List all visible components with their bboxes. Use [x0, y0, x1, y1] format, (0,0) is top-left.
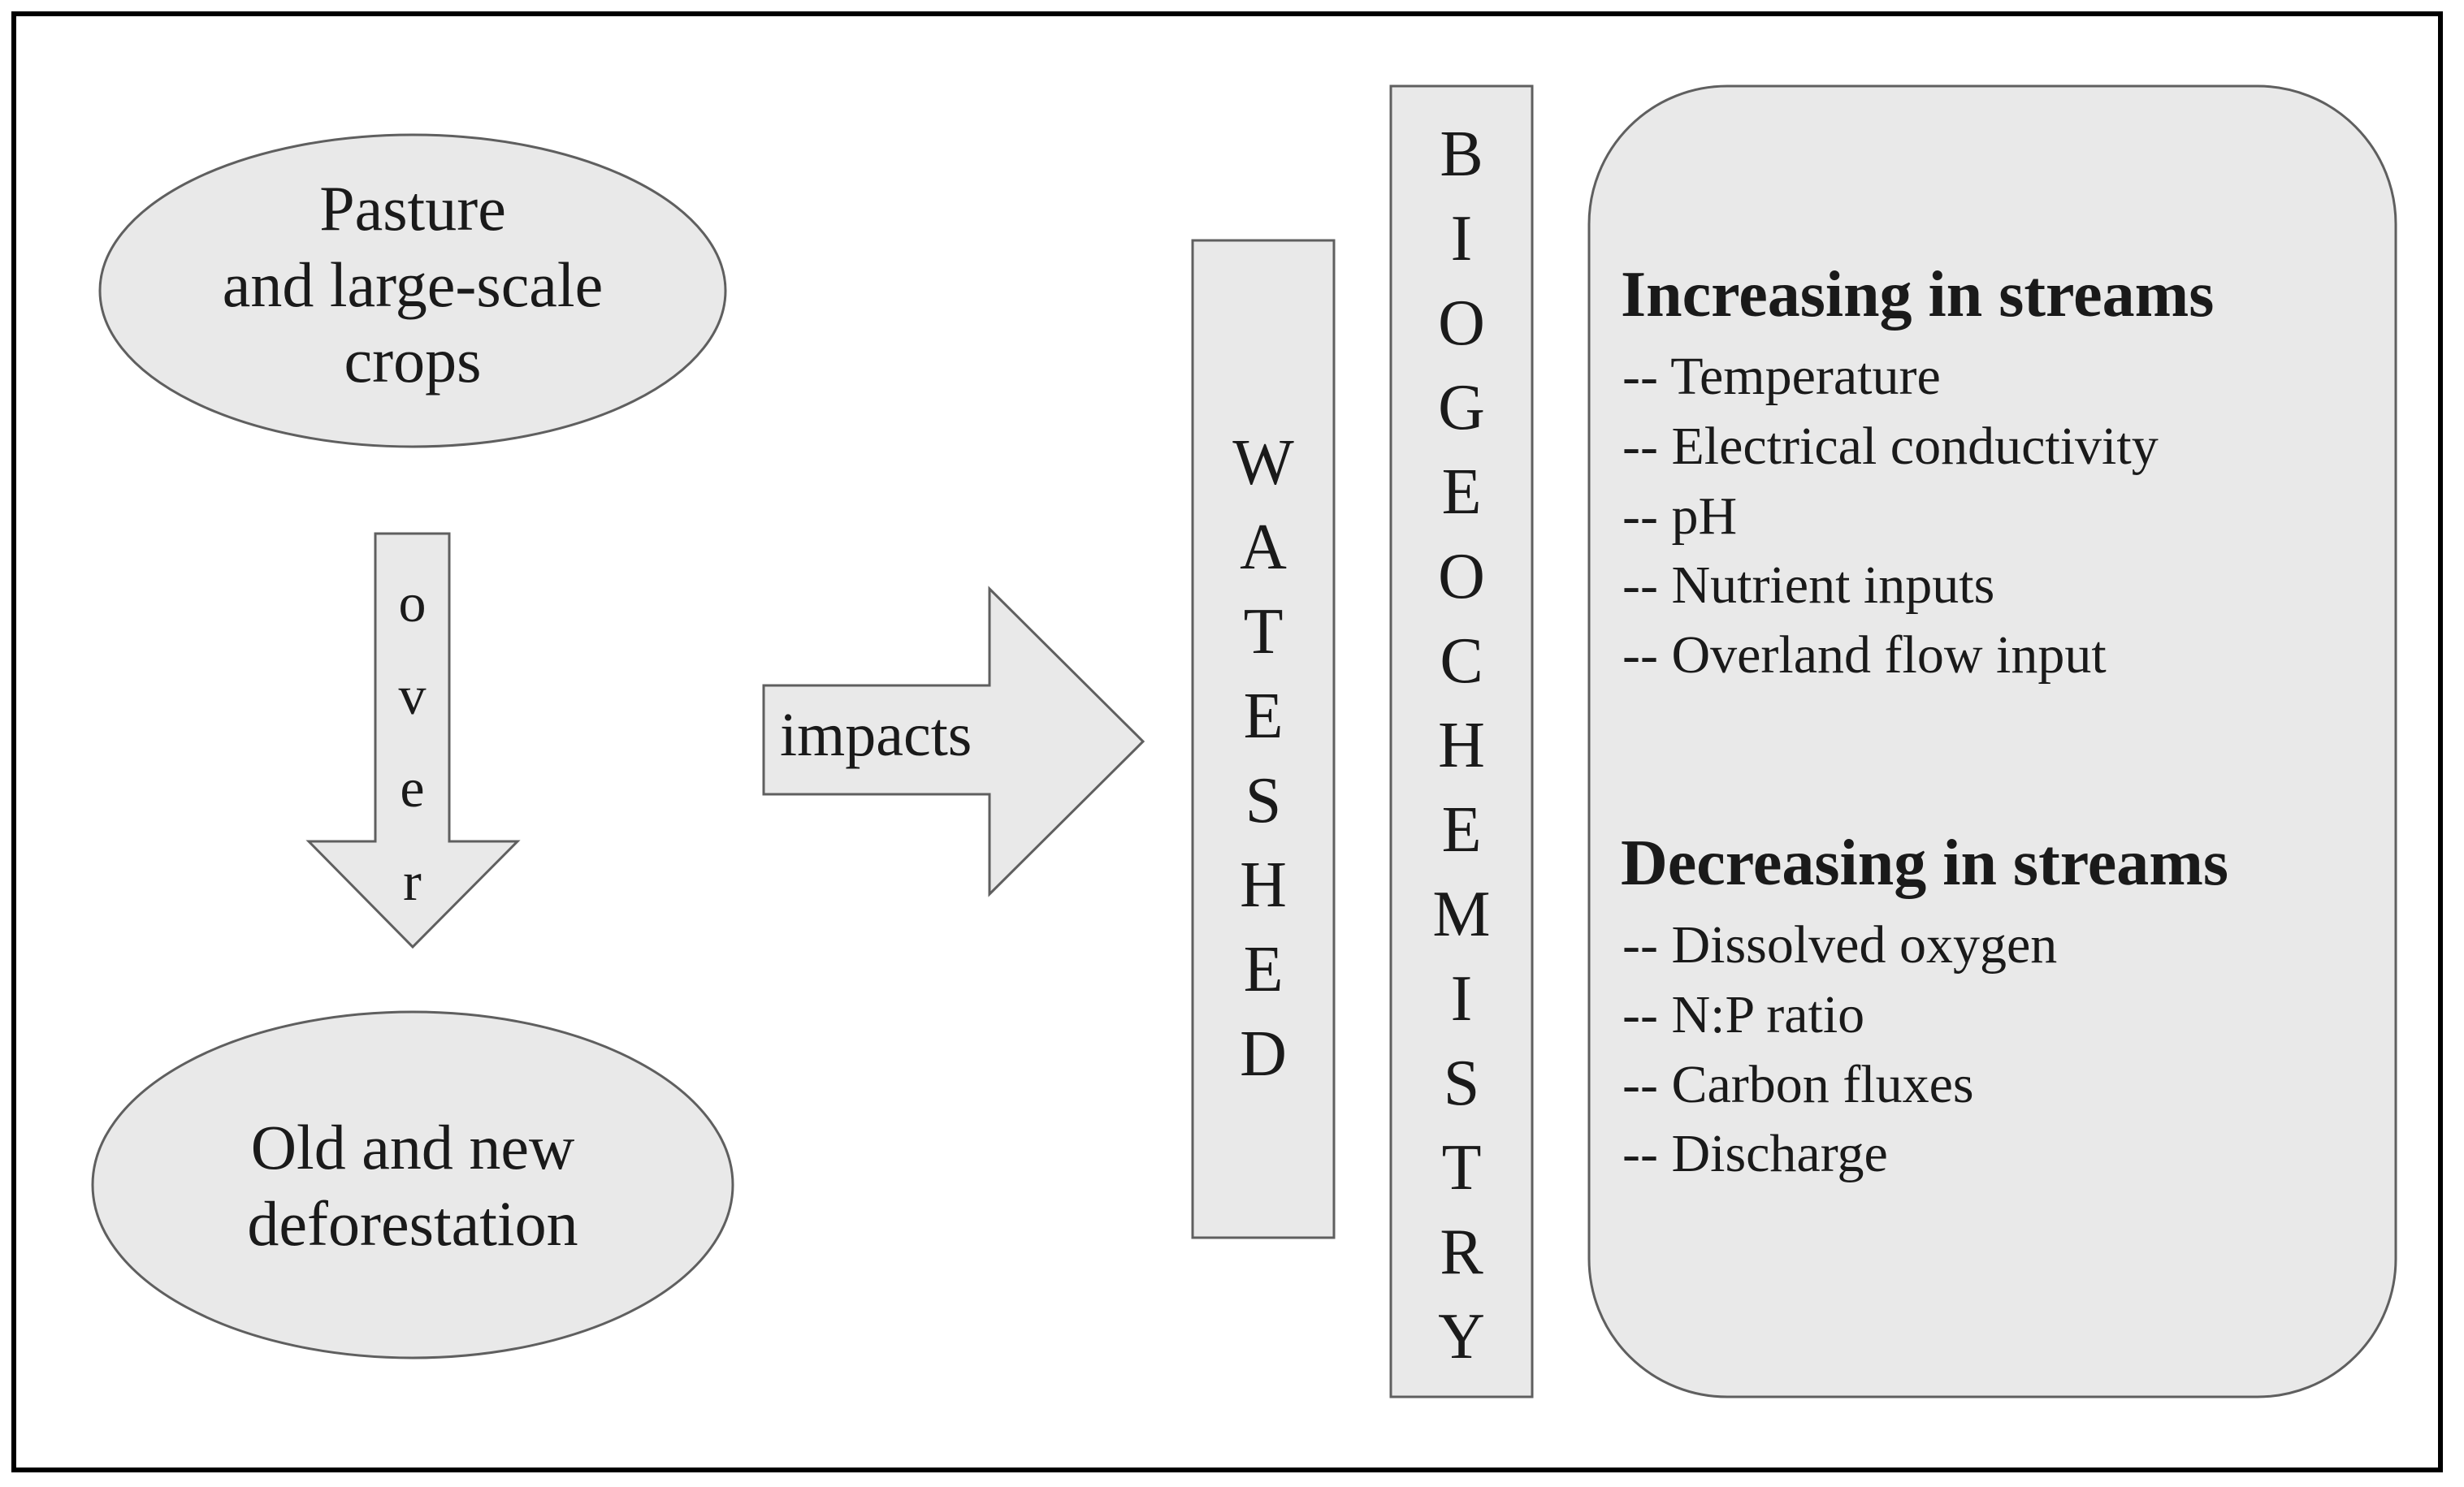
decreasing-section: Decreasing in streams -- Dissolved oxyge…: [1621, 827, 2228, 1189]
list-item: -- N:P ratio: [1622, 984, 1865, 1044]
deforestation-ellipse: [91, 1010, 734, 1359]
increasing-section: Increasing in streams -- Temperature -- …: [1621, 258, 2214, 690]
arrow-letter: r: [403, 849, 422, 912]
right-arrow: [762, 586, 1145, 897]
decreasing-list: -- Dissolved oxygen -- N:P ratio -- Carb…: [1622, 910, 2228, 1189]
decreasing-heading: Decreasing in streams: [1621, 828, 2229, 899]
ellipse-line: Pasture: [319, 173, 506, 244]
figure-frame: [11, 11, 2443, 1472]
arrow-letter: e: [400, 757, 425, 819]
watershed-label: W A T E S H E D: [1193, 421, 1334, 1096]
biogeochemistry-letter: I: [1450, 963, 1473, 1035]
biogeochemistry-letter: M: [1432, 879, 1491, 950]
ellipse-line: Old and new: [250, 1112, 575, 1182]
biogeochemistry-letter: S: [1443, 1048, 1480, 1119]
biogeochemistry-letter: O: [1438, 541, 1485, 612]
biogeochemistry-letter: B: [1440, 119, 1483, 190]
biogeochemistry-letter: E: [1441, 794, 1482, 866]
arrow-letter: v: [398, 664, 427, 727]
watershed-letter: W: [1232, 427, 1294, 499]
deforestation-label: Old and new deforestation: [106, 1109, 720, 1261]
down-arrow: [305, 532, 521, 949]
biogeochemistry-bar: [1389, 84, 1534, 1398]
arrow-letter: o: [398, 572, 427, 633]
biogeochemistry-label: B I O G E O C H E M I S T R Y: [1391, 112, 1532, 1379]
biogeochemistry-letter: H: [1438, 710, 1485, 781]
biogeochemistry-letter: G: [1438, 372, 1485, 443]
ellipse-line: crops: [344, 325, 482, 396]
watershed-bar: [1191, 239, 1336, 1239]
list-item: -- Dissolved oxygen: [1622, 915, 2058, 975]
impacts-label: impacts: [780, 701, 972, 769]
watershed-letter: A: [1240, 512, 1287, 583]
increasing-list: -- Temperature -- Electrical conductivit…: [1622, 342, 2214, 690]
ellipse-line: and large-scale: [222, 249, 604, 320]
list-item: -- Carbon fluxes: [1622, 1054, 1974, 1114]
biogeochemistry-letter: Y: [1438, 1301, 1485, 1372]
list-item: -- Discharge: [1622, 1124, 1888, 1184]
biogeochemistry-letter: R: [1440, 1217, 1483, 1288]
watershed-letter: S: [1245, 765, 1282, 836]
list-item: -- Electrical conductivity: [1622, 416, 2159, 476]
increasing-heading: Increasing in streams: [1621, 259, 2215, 331]
list-item: -- Nutrient inputs: [1622, 555, 1995, 616]
biogeochemistry-letter: C: [1440, 625, 1483, 697]
over-label: o v e r: [375, 556, 449, 927]
stream-effects-panel: [1587, 84, 2397, 1398]
biogeochemistry-letter: T: [1441, 1132, 1482, 1204]
biogeochemistry-letter: O: [1438, 287, 1485, 359]
list-item: -- pH: [1622, 486, 1738, 546]
watershed-letter: E: [1243, 681, 1284, 752]
list-item: -- Overland flow input: [1622, 625, 2107, 685]
biogeochemistry-letter: E: [1441, 456, 1482, 528]
list-item: -- Temperature: [1622, 347, 1941, 406]
watershed-letter: D: [1240, 1018, 1287, 1090]
watershed-letter: H: [1240, 849, 1287, 921]
pasture-crops-ellipse: [98, 133, 727, 448]
watershed-letter: T: [1243, 596, 1284, 668]
biogeochemistry-letter: I: [1450, 203, 1473, 274]
watershed-letter: E: [1243, 934, 1284, 1005]
pasture-crops-label: Pasture and large-scale crops: [122, 171, 704, 399]
ellipse-line: deforestation: [247, 1187, 578, 1259]
